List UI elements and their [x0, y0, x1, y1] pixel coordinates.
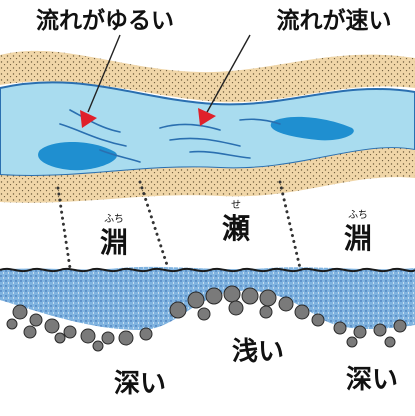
- shallow-label: 浅い: [232, 337, 284, 367]
- fuchi-left-label: 淵: [100, 226, 128, 259]
- river-top-view: [0, 35, 415, 203]
- fuchi-right-ruby: ふち: [348, 209, 368, 221]
- fast-flow-label: 流れが速い: [277, 7, 392, 34]
- se-label: 瀬: [222, 212, 250, 245]
- deep-left-label: 深い: [114, 369, 166, 399]
- fuchi-right-label: 淵: [344, 222, 372, 255]
- se-ruby: せ: [231, 199, 241, 211]
- fuchi-left-ruby: ふち: [104, 213, 124, 225]
- slow-flow-label: 流れがゆるい: [36, 7, 174, 34]
- deep-right-label: 深い: [346, 365, 398, 395]
